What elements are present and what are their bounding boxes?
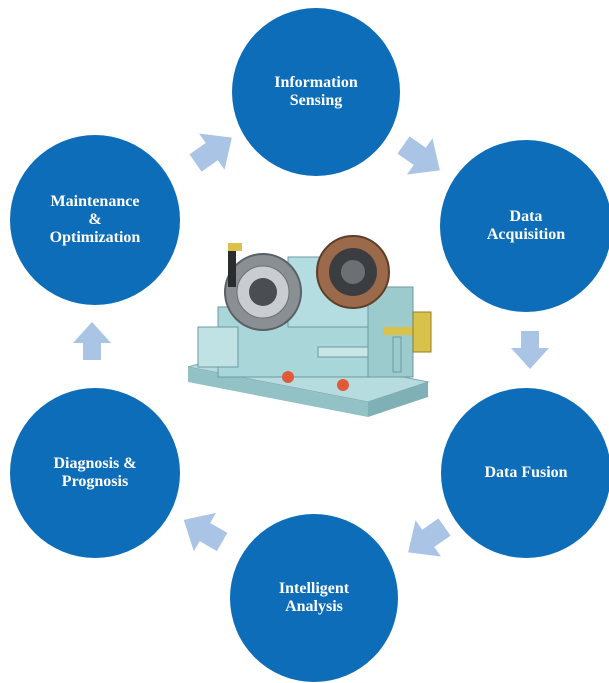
arrow-icon bbox=[183, 512, 228, 552]
node-information-sensing-line2: Sensing bbox=[289, 92, 343, 109]
node-diagnosis-prognosis-line2: Prognosis bbox=[61, 473, 129, 490]
arrow-diagnosis-to-maintenance-icon bbox=[73, 322, 111, 360]
node-maintenance-optimization-line3: Optimization bbox=[49, 229, 141, 246]
node-information-sensing: Information Sensing bbox=[232, 8, 400, 176]
node-maintenance-optimization-line2: & bbox=[88, 211, 102, 228]
arrow-maintenance-to-sensing-icon bbox=[189, 133, 232, 172]
arrow-icon bbox=[397, 136, 440, 175]
node-data-acquisition-line1: Data bbox=[509, 208, 543, 225]
node-data-acquisition-line2: Acquisition bbox=[486, 226, 566, 243]
arrow-analysis-to-diagnosis-icon bbox=[183, 512, 228, 552]
turbo-compressor-machine-icon bbox=[187, 235, 432, 417]
node-diagnosis-prognosis-line1: Diagnosis & bbox=[53, 455, 137, 472]
node-data-fusion: Data Fusion bbox=[441, 388, 609, 558]
node-maintenance-optimization: Maintenance & Optimization bbox=[10, 135, 180, 305]
node-intelligent-analysis: Intelligent Analysis bbox=[230, 514, 398, 682]
arrow-acquisition-to-fusion-icon bbox=[511, 331, 549, 369]
arrow-icon bbox=[408, 518, 451, 557]
node-intelligent-analysis-line2: Analysis bbox=[285, 598, 343, 615]
node-intelligent-analysis-line1: Intelligent bbox=[278, 580, 350, 597]
arrow-fusion-to-analysis-icon bbox=[408, 518, 451, 557]
arrow-icon bbox=[189, 133, 232, 172]
arrow-sensing-to-acquisition-icon bbox=[397, 136, 440, 175]
arrow-icon bbox=[73, 322, 111, 360]
node-information-sensing-line1: Information bbox=[274, 74, 358, 91]
node-data-acquisition: Data Acquisition bbox=[440, 140, 609, 312]
arrow-icon bbox=[511, 331, 549, 369]
node-maintenance-optimization-line1: Maintenance bbox=[50, 193, 140, 210]
node-data-fusion-line1: Data Fusion bbox=[484, 464, 568, 481]
node-diagnosis-prognosis: Diagnosis & Prognosis bbox=[10, 388, 180, 558]
